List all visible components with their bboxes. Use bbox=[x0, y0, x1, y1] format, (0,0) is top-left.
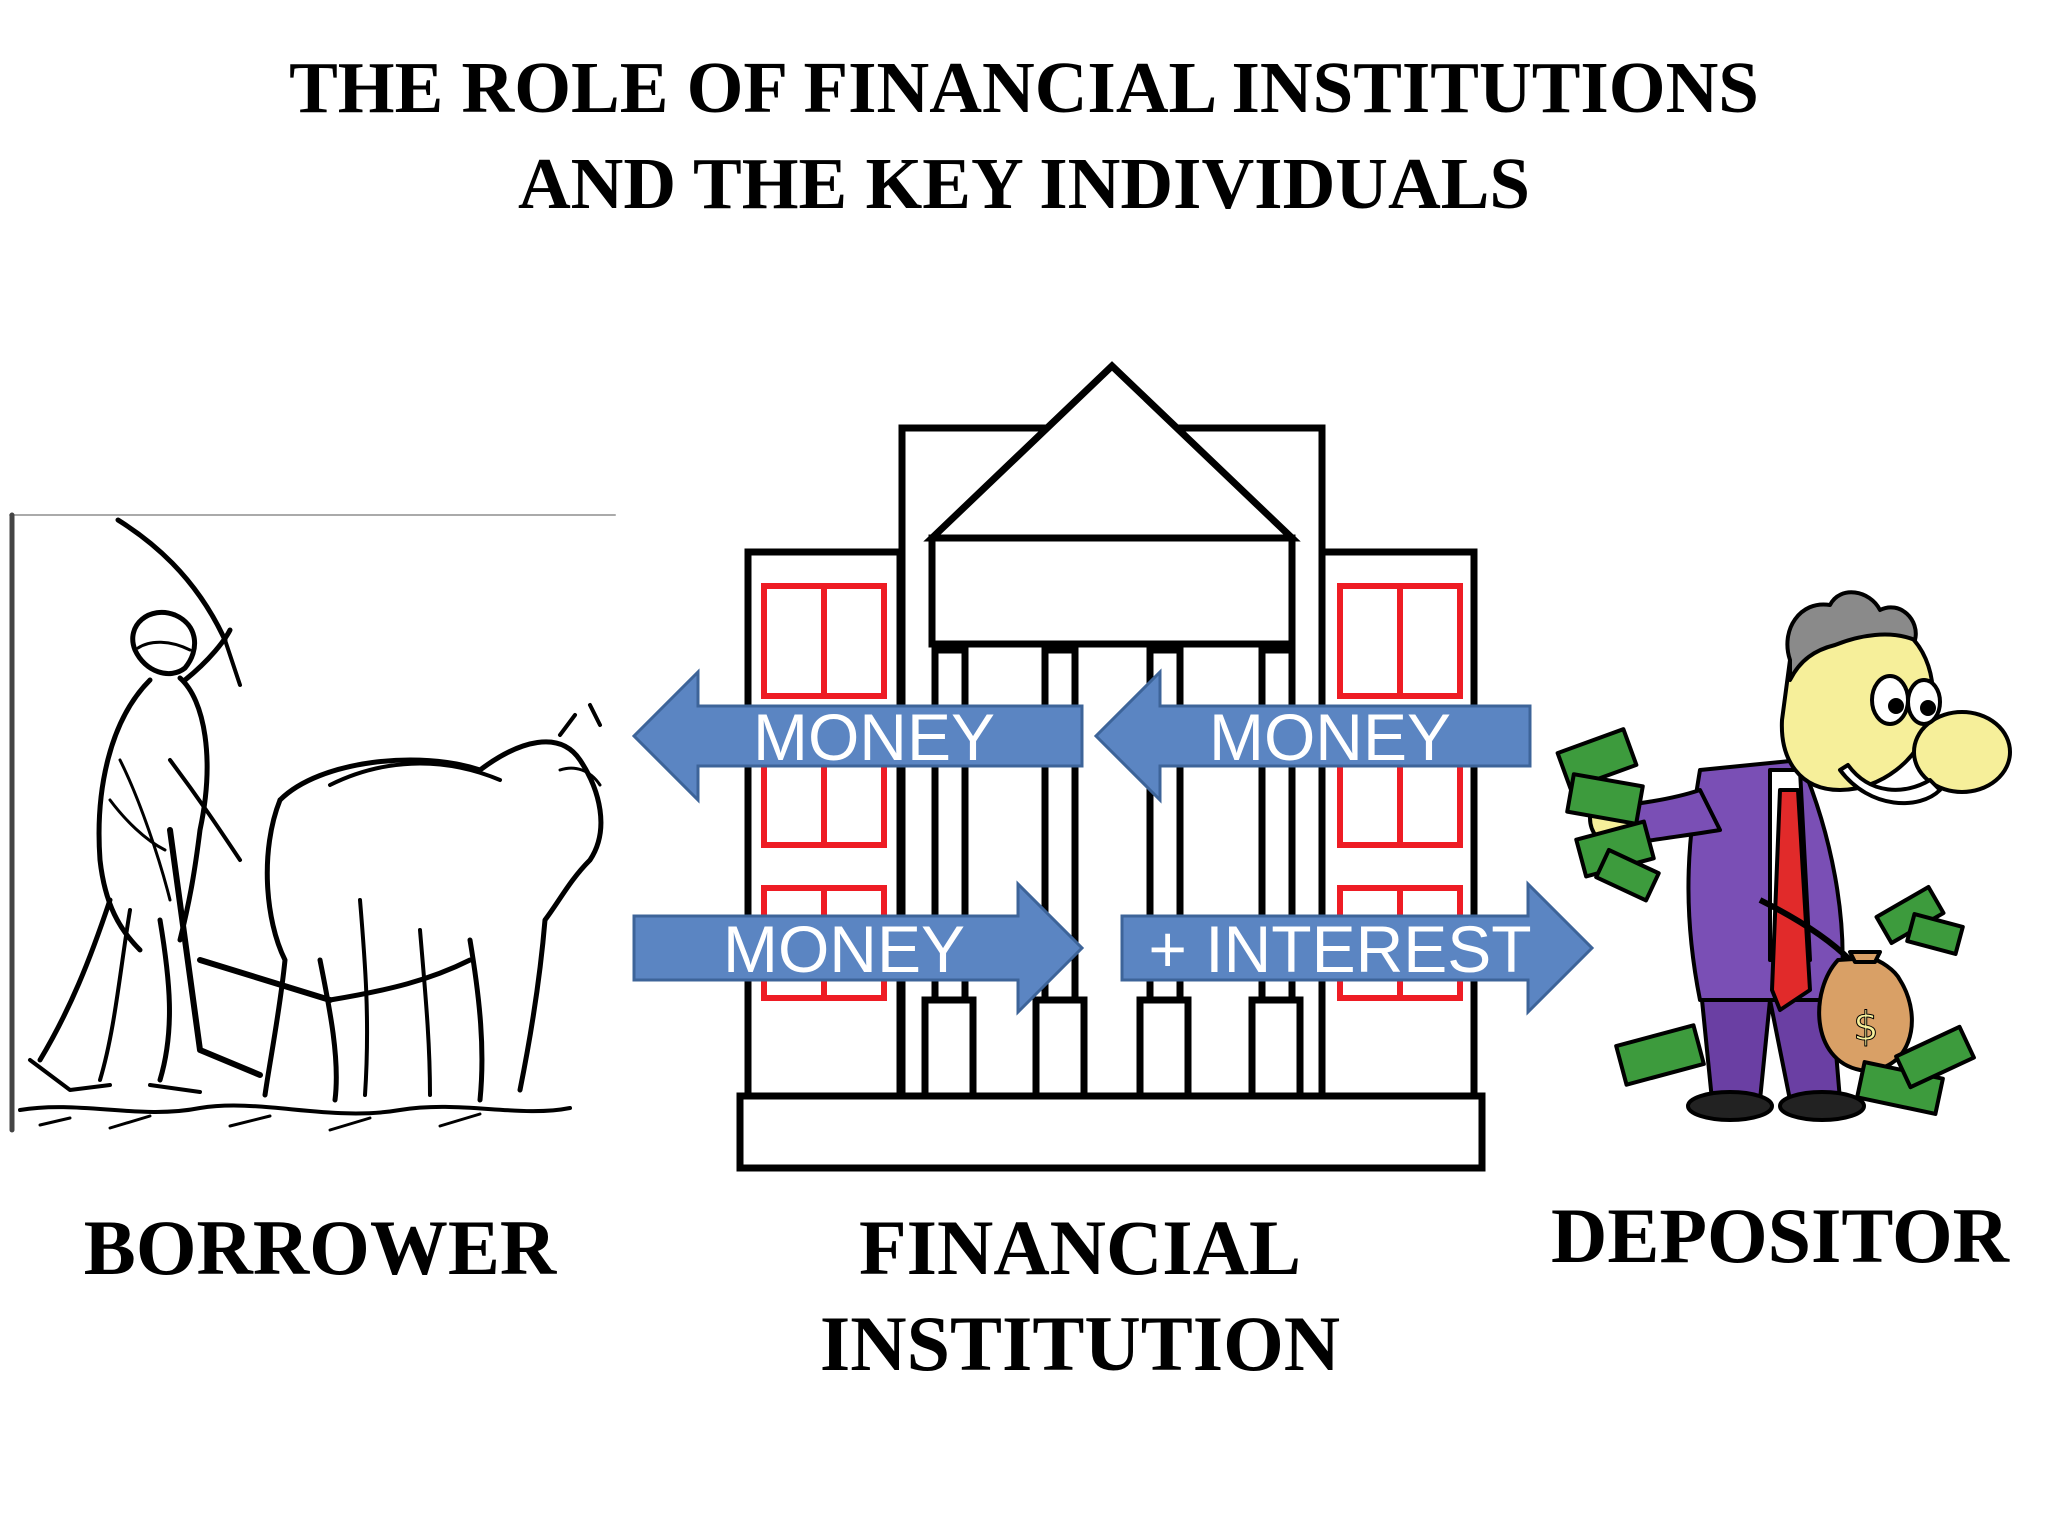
arrow-interest-to-depositor: + INTEREST bbox=[1120, 880, 1595, 1016]
bank-frieze bbox=[928, 534, 1296, 648]
svg-text:$: $ bbox=[1853, 1004, 1878, 1050]
financial-institution-label: FINANCIAL INSTITUTION bbox=[760, 1200, 1400, 1392]
depositor-illustration: $ bbox=[1555, 590, 2012, 1122]
borrower-label: BORROWER bbox=[83, 1204, 557, 1291]
arrow-label-bottom-left: MONEY bbox=[723, 912, 965, 986]
page-title: THE ROLE OF FINANCIAL INSTITUTIONS AND T… bbox=[0, 40, 2048, 232]
arrow-label-top-right: MONEY bbox=[1209, 700, 1451, 774]
arrow-money-from-depositor: MONEY bbox=[1093, 668, 1532, 804]
fi-label-line-2: INSTITUTION bbox=[819, 1300, 1341, 1387]
borrower-illustration bbox=[9, 512, 616, 1133]
fi-label-line-1: FINANCIAL bbox=[858, 1204, 1302, 1291]
depositor-label: DEPOSITOR bbox=[1550, 1192, 2010, 1279]
arrow-money-to-borrower: MONEY bbox=[631, 668, 1084, 804]
bank-base bbox=[736, 1092, 1486, 1172]
bank-building bbox=[736, 361, 1486, 1172]
title-line-2: AND THE KEY INDIVIDUALS bbox=[517, 143, 1531, 224]
title-line-1: THE ROLE OF FINANCIAL INSTITUTIONS bbox=[289, 47, 1759, 128]
flow-arrows: MONEY MONEY MONEY + INTEREST bbox=[631, 668, 1595, 1016]
arrow-money-from-borrower: MONEY bbox=[632, 880, 1085, 1016]
arrow-label-bottom-right: + INTEREST bbox=[1148, 912, 1531, 986]
arrow-label-top-left: MONEY bbox=[753, 700, 995, 774]
